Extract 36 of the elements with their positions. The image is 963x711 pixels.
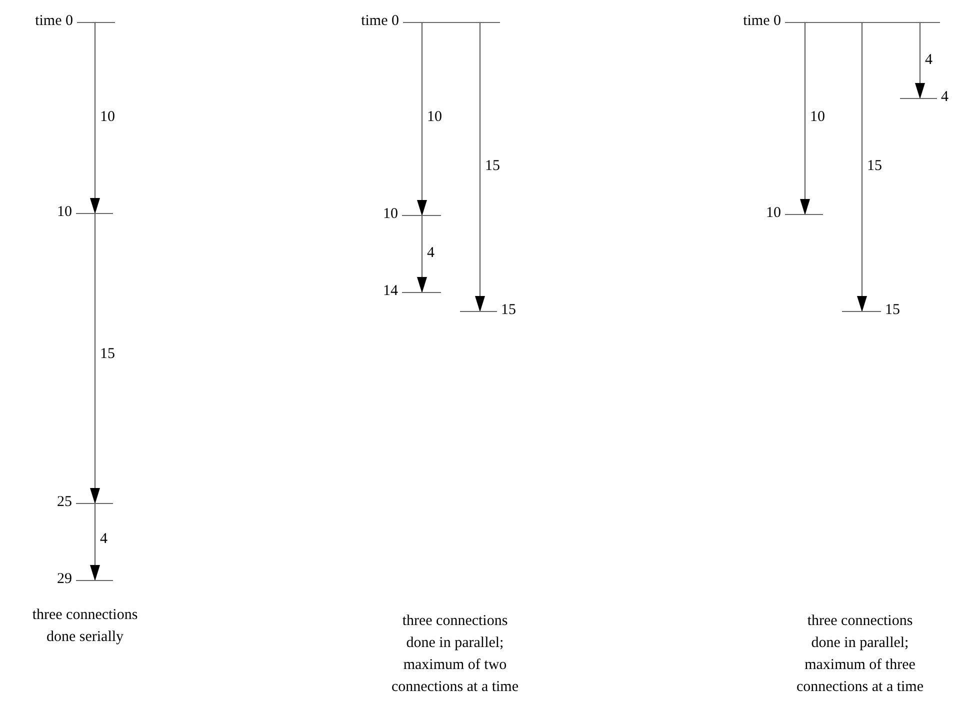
arrow bbox=[90, 212, 100, 504]
tick-line bbox=[76, 213, 113, 214]
tick-line bbox=[842, 311, 881, 312]
arrow bbox=[90, 502, 100, 581]
time-label: time 0 bbox=[361, 12, 399, 30]
time-label: time 0 bbox=[35, 12, 73, 30]
time-label: 15 bbox=[885, 301, 900, 319]
time-label: time 0 bbox=[743, 12, 781, 30]
arrow bbox=[90, 22, 100, 214]
tick-line bbox=[402, 292, 441, 293]
arrow bbox=[800, 22, 810, 215]
tick-line bbox=[76, 580, 113, 581]
time-label: 15 bbox=[501, 301, 516, 319]
time-label: 10 bbox=[383, 205, 398, 223]
arrow bbox=[915, 22, 925, 99]
tick-line bbox=[785, 22, 940, 23]
time-label: 10 bbox=[57, 203, 72, 221]
arrow bbox=[417, 214, 427, 293]
tick-line bbox=[402, 215, 441, 216]
arrow bbox=[417, 22, 427, 216]
arrow bbox=[475, 22, 485, 312]
time-label: 10 bbox=[766, 204, 781, 222]
caption: three connections done serially bbox=[31, 606, 139, 647]
time-label: 25 bbox=[57, 493, 72, 511]
caption: three connections done in parallel; maximum of two connections at a time bbox=[390, 612, 520, 697]
time-label: 14 bbox=[383, 282, 398, 300]
tick-line bbox=[76, 503, 113, 504]
tick-line bbox=[460, 311, 497, 312]
time-label: 4 bbox=[941, 88, 948, 106]
tick-line bbox=[77, 22, 115, 23]
tick-line bbox=[403, 22, 500, 23]
time-label: 29 bbox=[57, 570, 72, 588]
tick-line bbox=[785, 214, 823, 215]
caption: three connections done in parallel; maximum of three connections at a time bbox=[795, 612, 925, 697]
arrow bbox=[857, 22, 867, 312]
tick-line bbox=[900, 98, 937, 99]
